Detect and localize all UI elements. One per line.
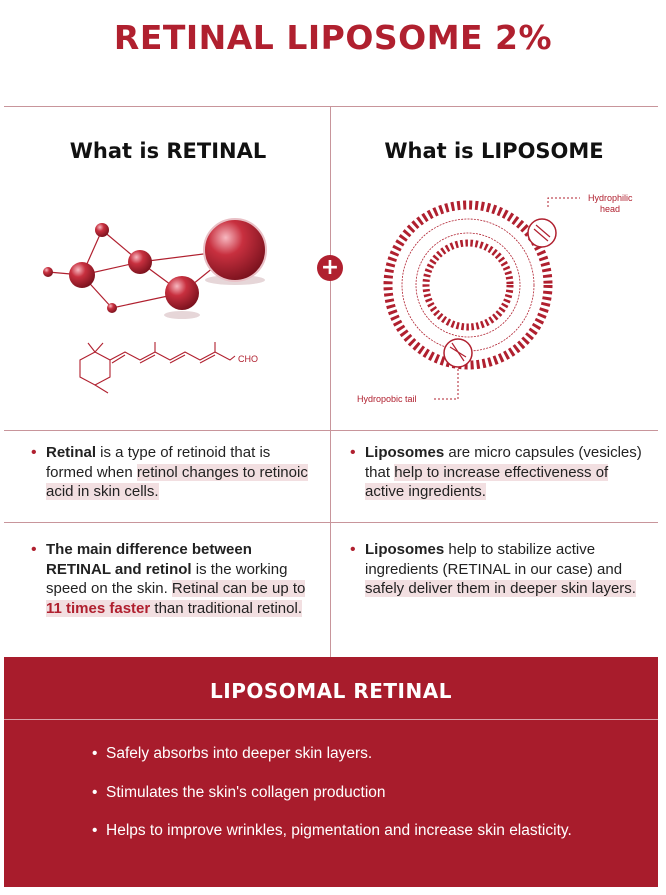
benefit-item: • Helps to improve wrinkles, pigmentation… bbox=[92, 821, 576, 841]
band-heading: LIPOSOMAL RETINAL bbox=[210, 679, 452, 703]
liposomal-retinal-band: LIPOSOMAL RETINAL • Safely absorbs into d… bbox=[4, 657, 658, 887]
hydrophilic-label: Hydrophilic head bbox=[588, 193, 635, 214]
benefit-text: Safely absorbs into deeper skin layers. bbox=[106, 745, 373, 762]
liposome-text: are micro capsules (vesicles) that bbox=[365, 444, 642, 481]
page-title: RETINAL LIPOSOME 2% bbox=[113, 18, 553, 57]
liposome-definition: • Liposomes are micro capsules (vesicles… bbox=[350, 443, 645, 502]
liposome-delivery: • Liposomes help to stabilize active ing… bbox=[350, 540, 640, 599]
retinal-text: is a type of retinoid that is formed whe… bbox=[46, 444, 271, 481]
liposome-highlight: help to increase effectiveness of active… bbox=[365, 463, 609, 500]
hydrophilic-label-line2: head bbox=[600, 204, 620, 214]
delivery-highlight: safely deliver them in deeper skin layer… bbox=[365, 580, 636, 597]
delivery-term: Liposomes bbox=[365, 541, 445, 558]
bullet-icon: • bbox=[92, 822, 98, 839]
divider-lower bbox=[4, 522, 658, 523]
bullet-icon: • bbox=[350, 541, 356, 558]
retinal-difference: • The main difference between RETINAL an… bbox=[31, 540, 316, 618]
benefit-text: Stimulates the skin's collagen productio… bbox=[106, 784, 386, 801]
delivery-text: help to stabilize active ingredients (RE… bbox=[365, 541, 623, 578]
divider-center bbox=[330, 106, 331, 657]
bullet-icon: • bbox=[92, 745, 98, 762]
divider-top bbox=[4, 106, 658, 107]
difference-text: is the working speed on the skin. bbox=[46, 560, 288, 598]
benefit-item: • Stimulates the skin's collagen producti… bbox=[92, 783, 576, 803]
retinal-term: Retinal bbox=[46, 444, 97, 461]
plus-icon: + bbox=[317, 255, 343, 281]
liposome-illustration: Hydrophilic head Hydropobic tail bbox=[357, 193, 635, 404]
bullet-icon: • bbox=[350, 444, 356, 461]
difference-term: The main difference between RETINAL and … bbox=[46, 541, 252, 578]
retinal-structure: CHO bbox=[79, 342, 258, 394]
hydrophilic-label-line1: Hydrophilic bbox=[588, 193, 633, 203]
molecule-illustration bbox=[43, 218, 267, 319]
bullet-icon: • bbox=[31, 444, 37, 461]
band-divider bbox=[4, 719, 658, 720]
retinal-definition: • Retinal is a type of retinoid that is … bbox=[31, 443, 316, 502]
cho-label: CHO bbox=[238, 354, 258, 364]
benefit-text: Helps to improve wrinkles, pigmentation … bbox=[106, 822, 572, 839]
retinal-heading: What is RETINAL bbox=[69, 139, 267, 163]
speed-figure: 11 times faster bbox=[46, 599, 151, 617]
hydrophobic-label: Hydropobic tail bbox=[357, 394, 417, 404]
difference-hl2: than traditional retinol. bbox=[150, 599, 302, 617]
difference-hl1: Retinal can be up to bbox=[171, 580, 306, 597]
benefit-item: • Safely absorbs into deeper skin layers. bbox=[92, 744, 576, 764]
bullet-icon: • bbox=[31, 541, 37, 558]
bullet-icon: • bbox=[92, 784, 98, 801]
liposome-heading: What is LIPOSOME bbox=[384, 139, 604, 163]
liposome-term: Liposomes bbox=[365, 444, 445, 461]
divider-mid bbox=[4, 430, 658, 431]
